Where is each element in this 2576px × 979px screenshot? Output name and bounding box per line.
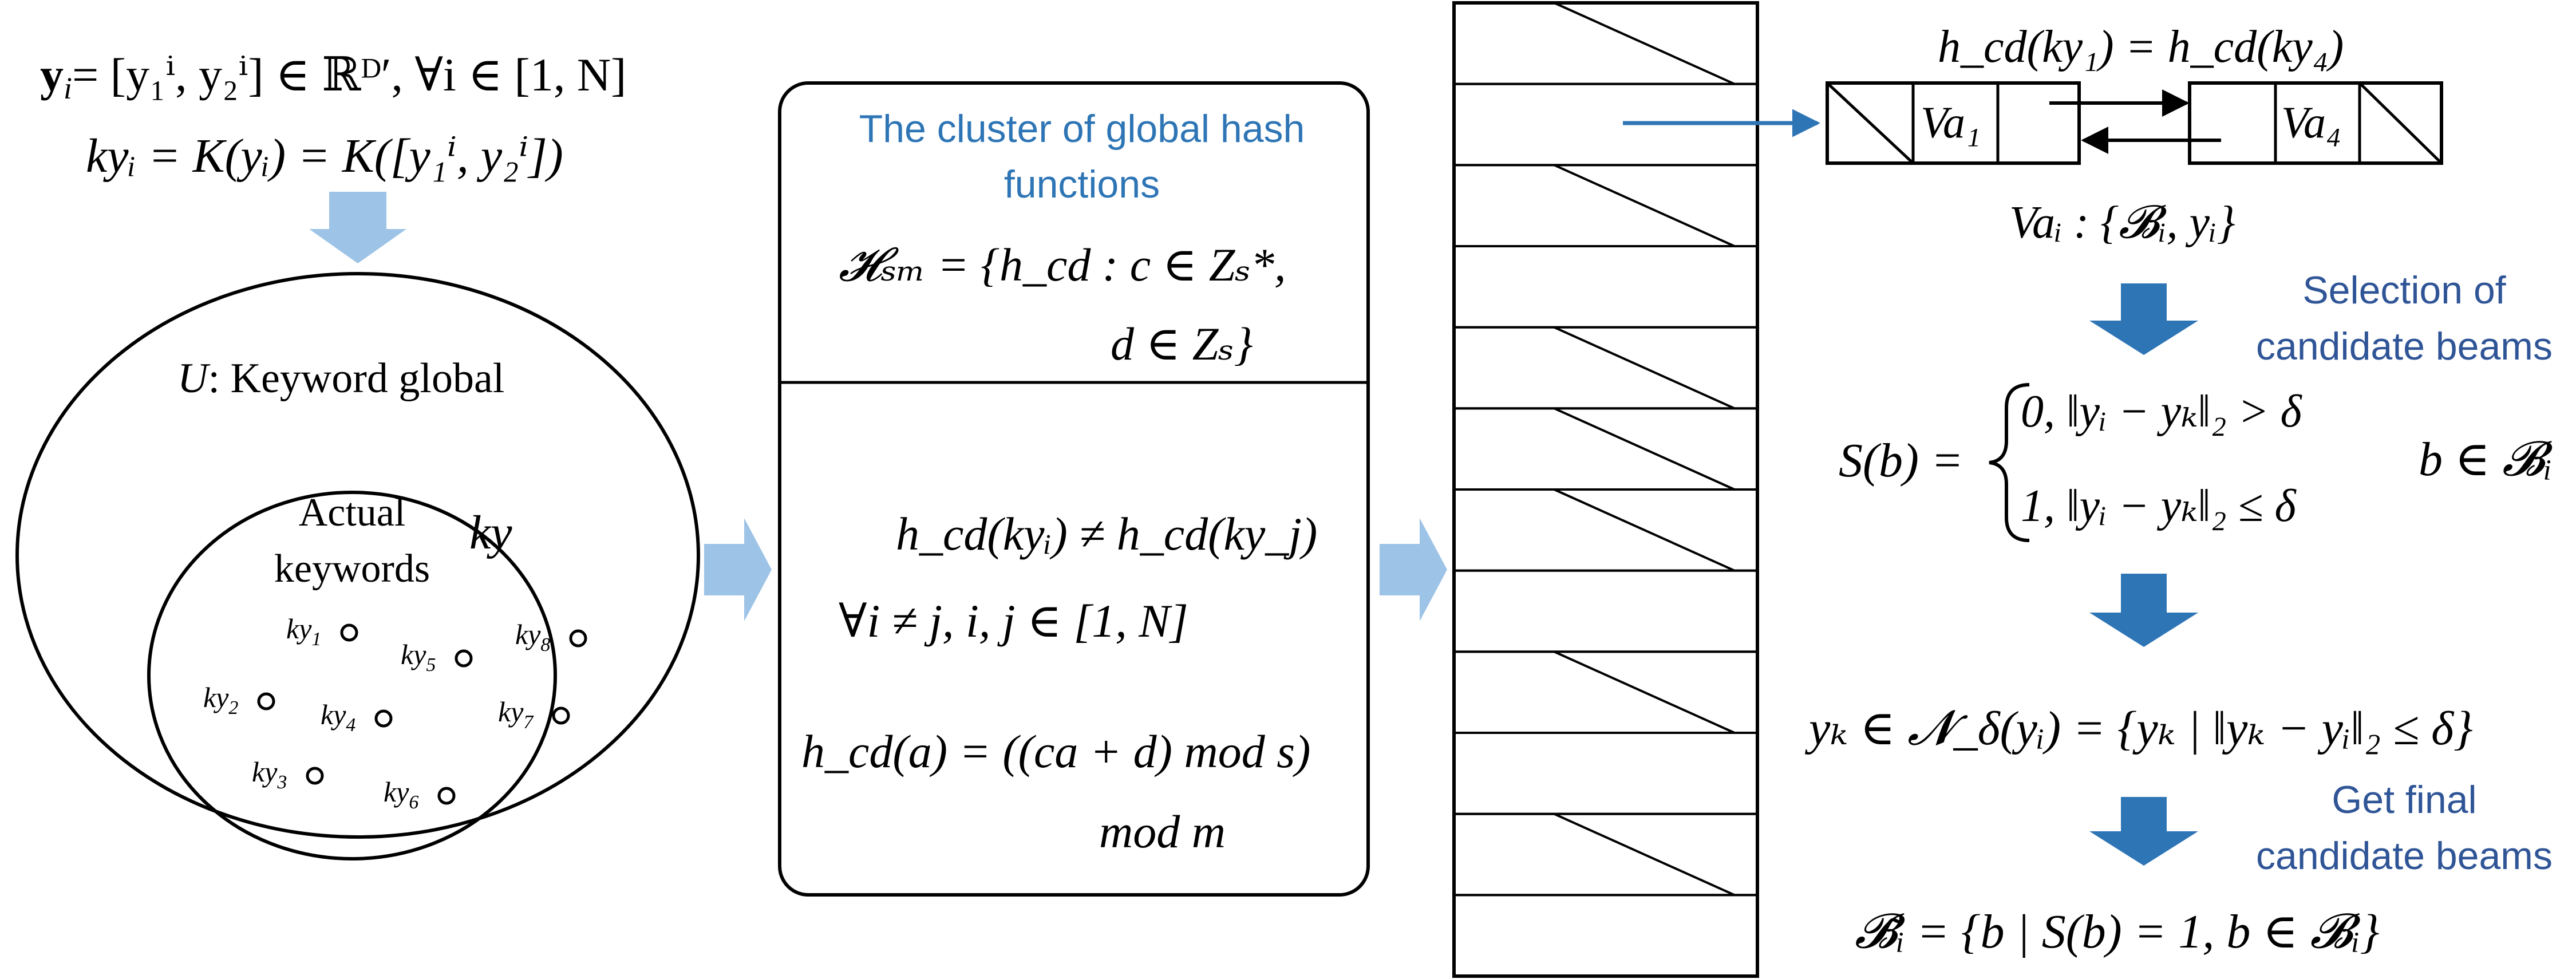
step1-label-line2: candidate beams — [2256, 325, 2553, 368]
hash-slot-null-mark-2 — [1554, 164, 1735, 247]
step2-label-line2: candidate beams — [2256, 834, 2553, 878]
neighborhood-equation: yₖ ∈ 𝓝_δ(yᵢ) = {yₖ | ‖yₖ − yᵢ‖₂ ≤ δ} — [1804, 702, 2473, 755]
keyword-label-2: ky2 — [203, 681, 238, 719]
keyword-point-3 — [306, 767, 324, 785]
hash-table-slot-9 — [1453, 732, 1759, 815]
linked-list-node-1: Va₁ — [1826, 81, 2081, 165]
hash-table — [1452, 1, 1759, 978]
global-keyword-set-ellipse — [15, 272, 700, 839]
linked-list-node-2: Va₄ — [2188, 81, 2443, 165]
hash-slot-null-mark-10 — [1554, 812, 1735, 897]
collision-equation: h_cd(ky₁) = h_cd(ky₄) — [1938, 22, 2344, 72]
keyword-points: ky1 ky5 ky8 ky2 ky4 ky7 ky3 ky6 — [203, 613, 587, 813]
hash-formula-line2: mod m — [1099, 806, 1226, 858]
keyword-label-4: ky4 — [321, 698, 355, 736]
keyword-mapping-equation: kyᵢ = K(yᵢ) = K([y₁ⁱ, y₂ⁱ]) — [86, 129, 563, 183]
input-definition-equation: yi= [y₁ⁱ, y₂ⁱ] ∈ ℝᴰ′, ∀i ∈ [1, N] — [40, 49, 626, 105]
piecewise-brace — [1989, 383, 2030, 542]
selection-domain: b ∈ 𝓑ᵢ — [2419, 433, 2553, 486]
selection-case-1: 1, ‖yᵢ − yₖ‖₂ ≤ δ — [2021, 481, 2297, 531]
hash-table-slot-7 — [1453, 569, 1759, 653]
keyword-point-4 — [374, 709, 393, 728]
keyword-point-7 — [552, 706, 570, 725]
actual-keyword-symbol: ky — [469, 506, 512, 559]
down-arrow-icon-step3 — [2089, 797, 2198, 866]
hash-table-slot-3 — [1453, 245, 1759, 329]
actual-keyword-set-ellipse — [147, 491, 557, 860]
keyword-point-1 — [340, 623, 358, 642]
hash-table-slot-4 — [1453, 326, 1759, 410]
hash-cluster-title-line2: functions — [1004, 163, 1160, 206]
hash-slot-null-mark-0 — [1554, 2, 1735, 85]
final-candidate-equation: 𝓑̃ᵢ = {b | S(b) = 1, b ∈ 𝓑ᵢ} — [1855, 905, 2380, 958]
index-range-condition: ∀i ≠ j, i, j ∈ [1, N] — [839, 595, 1188, 647]
right-arrow-icon-2 — [1380, 518, 1447, 621]
selection-function-lhs: S(b) = — [1839, 434, 1963, 487]
actual-keywords-label-line1: Actual — [299, 491, 406, 535]
keyword-label-3: ky3 — [252, 756, 287, 793]
hash-function-box — [778, 81, 1370, 897]
keyword-label-1: ky1 — [286, 613, 321, 650]
keyword-point-5 — [455, 649, 473, 668]
hash-family-line2: d ∈ Zₛ} — [1111, 318, 1253, 370]
hash-formula-line1: h_cd(a) = ((ca + d) mod s) — [801, 725, 1310, 777]
keyword-label-6: ky6 — [384, 776, 418, 813]
step1-label-line1: Selection of — [2302, 269, 2506, 312]
keyword-label-5: ky5 — [401, 638, 436, 676]
hash-slot-null-mark-8 — [1554, 650, 1735, 734]
keyword-label-8: ky8 — [515, 618, 550, 656]
actual-keywords-label-line2: keywords — [274, 547, 430, 591]
selection-case-0: 0, ‖yᵢ − yₖ‖₂ > δ — [2021, 386, 2303, 437]
hash-cluster-title-line1: The cluster of global hash — [859, 107, 1305, 151]
hash-slot-null-mark-5 — [1554, 407, 1735, 491]
keyword-point-8 — [569, 629, 587, 648]
keyword-label-7: ky7 — [498, 696, 534, 733]
hash-table-slot-10 — [1453, 812, 1759, 897]
hash-table-slot-0 — [1453, 2, 1759, 85]
hash-table-slot-11 — [1453, 894, 1759, 978]
hash-family-line1: 𝓗ₛₘ = {h_cd : c ∈ Zₛ*, — [839, 239, 1286, 291]
hash-table-slot-2 — [1453, 164, 1759, 248]
down-arrow-icon-step2 — [2089, 574, 2198, 647]
step2-label-line1: Get final — [2332, 778, 2476, 822]
node-value-definition: Vaᵢ : {𝓑ᵢ, yᵢ} — [2009, 198, 2235, 248]
hash-slot-null-mark-6 — [1554, 488, 1735, 572]
right-arrow-icon-1 — [704, 518, 772, 621]
node2-label: Va₄ — [2281, 97, 2341, 147]
keyword-point-2 — [257, 692, 275, 710]
collision-free-condition: h_cd(kyᵢ) ≠ h_cd(ky_j) — [896, 508, 1317, 560]
hash-function-panel: The cluster of global hash functions 𝓗ₛₘ… — [778, 81, 1370, 897]
hash-slot-null-mark-4 — [1554, 326, 1735, 410]
hash-table-slot-8 — [1453, 650, 1759, 735]
bucket-panel: h_cd(ky₁) = h_cd(ky₄) Va₁ Va₄ Vaᵢ : {𝓑ᵢ,… — [1623, 22, 2553, 958]
left-panel: yi= [y₁ⁱ, y₂ⁱ] ∈ ℝᴰ′, ∀i ∈ [1, N] kyᵢ = … — [15, 49, 700, 860]
node1-label: Va₁ — [1921, 97, 1981, 147]
keyword-point-6 — [437, 787, 456, 805]
global-keyword-label: U: Keyword global — [177, 355, 504, 402]
down-arrow-icon-step1 — [2089, 283, 2198, 355]
down-arrow-icon — [309, 192, 406, 263]
hash-table-slot-5 — [1453, 407, 1759, 491]
hash-table-slot-6 — [1453, 488, 1759, 572]
